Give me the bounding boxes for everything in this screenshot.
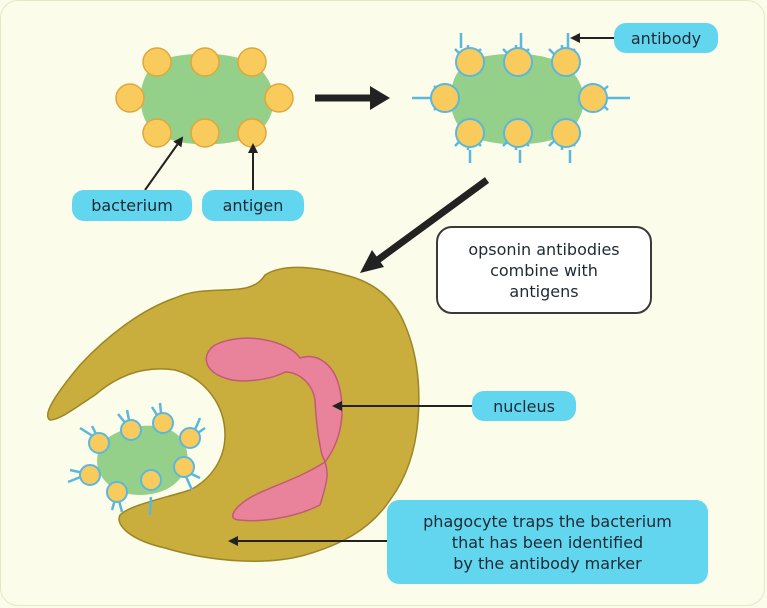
process-arrow-diagonal bbox=[360, 177, 490, 273]
bacterium-pointer bbox=[144, 136, 184, 191]
nucleus-label: nucleus bbox=[472, 391, 576, 421]
pointer-arrows bbox=[144, 33, 615, 546]
opsonin-note-line-2: combine with bbox=[490, 260, 598, 280]
opsonin-note-line-1: opsonin antibodies bbox=[468, 239, 620, 259]
bacterium-plain bbox=[115, 47, 294, 148]
phagocyte-note-line-1: phagocyte traps the bacterium bbox=[423, 511, 672, 531]
phagocyte bbox=[46, 266, 420, 562]
trapped-antigen-group bbox=[79, 412, 201, 503]
phagocyte-note: phagocyte traps the bacterium that has b… bbox=[387, 500, 708, 584]
antibody-label: antibody bbox=[614, 23, 718, 53]
opsonin-note: opsonin antibodies combine with antigens bbox=[436, 226, 652, 314]
antigen-group bbox=[115, 47, 294, 148]
phagocyte-note-line-2: that has been identified bbox=[451, 532, 644, 552]
phagocyte-note-line-3: by the antibody marker bbox=[453, 553, 642, 573]
process-arrow-right bbox=[315, 86, 390, 110]
bacterium-opsonised bbox=[412, 33, 630, 163]
bacterium-trapped bbox=[67, 402, 206, 516]
bacterium-label: bacterium bbox=[72, 190, 192, 221]
opsonin-note-line-3: antigens bbox=[509, 281, 579, 301]
antigen-label: antigen bbox=[202, 190, 304, 221]
nucleus-shape bbox=[205, 337, 343, 522]
bound-antigen-group bbox=[430, 47, 608, 148]
